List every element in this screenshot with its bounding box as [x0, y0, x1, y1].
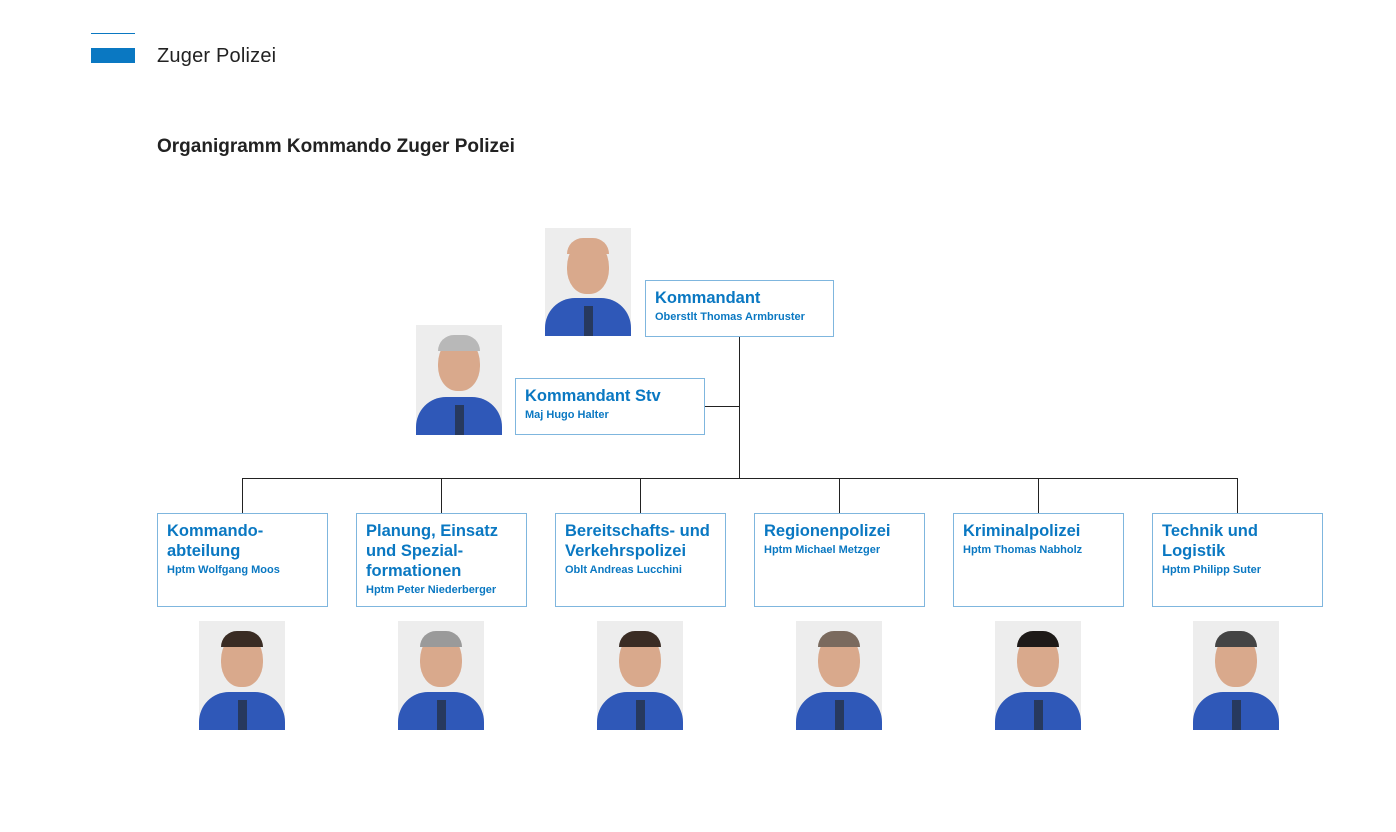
department-head-photo: [1193, 621, 1279, 730]
department-box: Regionenpolizei Hptm Michael Metzger: [754, 513, 925, 607]
box-title: Kommandant Stv: [525, 387, 661, 405]
box-title: Planung, Einsatz und Spezial- formatione…: [366, 522, 499, 580]
connector-line: [1038, 478, 1039, 513]
deputy-photo: [416, 325, 502, 435]
connector-line: [242, 478, 243, 513]
department-head-photo: [398, 621, 484, 730]
box-person: Maj Hugo Halter: [525, 409, 609, 421]
commander-photo: [545, 228, 631, 336]
box-title: Bereitschafts- und Verkehrspolizei: [565, 522, 710, 560]
connector-line: [739, 336, 740, 478]
box-person: Hptm Thomas Nabholz: [963, 544, 1083, 556]
department-box: Kriminalpolizei Hptm Thomas Nabholz: [953, 513, 1124, 607]
commander-box: Kommandant Oberstlt Thomas Armbruster: [645, 280, 834, 337]
box-person: Hptm Peter Niederberger: [366, 584, 497, 596]
box-person: Oberstlt Thomas Armbruster: [655, 311, 805, 323]
department-head-photo: [995, 621, 1081, 730]
deputy-box: Kommandant Stv Maj Hugo Halter: [515, 378, 705, 435]
box-title: Technik und Logistik: [1162, 522, 1258, 560]
connector-line: [839, 478, 840, 513]
box-title: Kriminalpolizei: [963, 522, 1081, 540]
department-head-photo: [199, 621, 285, 730]
connector-line: [1237, 478, 1238, 513]
department-box: Technik und Logistik Hptm Philipp Suter: [1152, 513, 1323, 607]
logo-line: [91, 33, 135, 34]
box-person: Hptm Philipp Suter: [1162, 564, 1261, 576]
box-title: Kommando- abteilung: [167, 522, 264, 560]
box-person: Hptm Wolfgang Moos: [167, 564, 280, 576]
connector-line: [640, 478, 641, 513]
department-box: Bereitschafts- und Verkehrspolizei Oblt …: [555, 513, 726, 607]
box-person: Oblt Andreas Lucchini: [565, 564, 682, 576]
connector-line: [704, 406, 739, 407]
department-head-photo: [597, 621, 683, 730]
page-title: Organigramm Kommando Zuger Polizei: [157, 136, 515, 157]
brand-name: Zuger Polizei: [157, 45, 277, 67]
connector-line: [441, 478, 442, 513]
department-box: Kommando- abteilung Hptm Wolfgang Moos: [157, 513, 328, 607]
box-title: Regionenpolizei: [764, 522, 891, 540]
box-title: Kommandant: [655, 289, 761, 307]
connector-line: [242, 478, 1238, 479]
department-head-photo: [796, 621, 882, 730]
box-person: Hptm Michael Metzger: [764, 544, 881, 556]
department-box: Planung, Einsatz und Spezial- formatione…: [356, 513, 527, 607]
logo-bar: [91, 48, 135, 63]
